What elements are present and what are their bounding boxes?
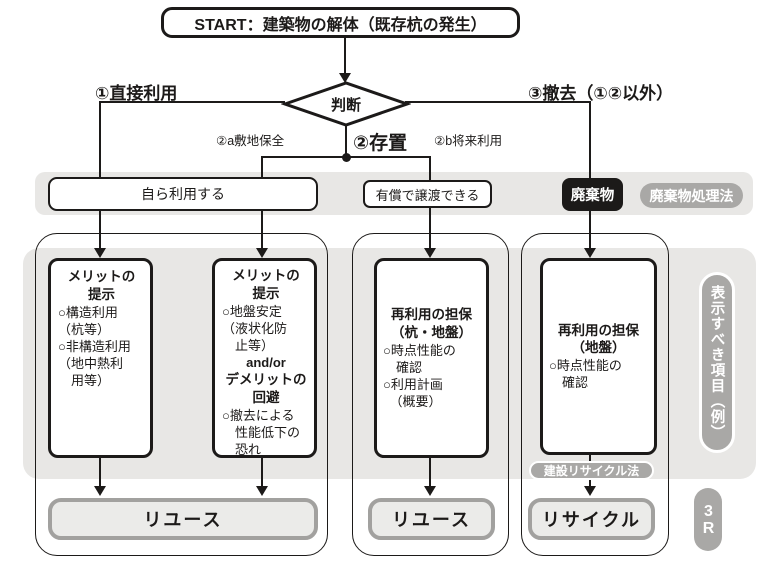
outcome-recycle: リサイクル	[528, 498, 655, 540]
connector-panel2-outcome	[261, 458, 263, 487]
self-use-box: 自ら利用する	[48, 177, 318, 211]
panel-reuse-guarantee-pile-ground: 再利用の担保 （杭・地盤） ○時点性能の 確認 ○利用計画 （概要）	[374, 258, 489, 458]
container-removal	[521, 233, 669, 556]
paid-transfer-box: 有償で譲渡できる	[363, 180, 492, 208]
panel3-heading: 再利用の担保 （杭・地盤）	[391, 306, 472, 340]
waste-law-label: 廃棄物処理法	[649, 187, 734, 204]
decision-diamond	[281, 81, 411, 127]
display-items-pill: 表示すべき項目（例）	[699, 272, 735, 453]
connector-panel3-outcome	[429, 458, 431, 487]
panel2-heading: メリットの 提示	[232, 268, 300, 301]
arrowhead-outcome2	[256, 486, 268, 496]
panel2-heading2: デメリットの 回避	[225, 372, 307, 406]
connector-decision-down	[345, 123, 347, 157]
paid-transfer-label: 有償で譲渡できる	[375, 187, 480, 203]
panel4-body: ○時点性能の 確認	[549, 358, 622, 391]
panel4-heading: 再利用の担保 （地盤）	[558, 322, 639, 356]
arrowhead-outcome1	[94, 486, 106, 496]
connector-branch2-horizontal	[261, 156, 431, 158]
arrowhead-panel2	[256, 248, 268, 258]
container-direct-leave	[35, 233, 328, 556]
panel-merit-demerit-leave: メリットの 提示 ○地盤安定 （液状化防 止等） and/or デメリットの 回…	[212, 258, 317, 458]
display-items-label: 表示すべき項目（例）	[708, 285, 725, 440]
waste-box: 廃棄物	[562, 178, 623, 211]
branch3-label: ③撤去（①②以外）	[528, 84, 674, 103]
start-label: START：建築物の解体（既存杭の発生）	[194, 16, 487, 34]
panel-reuse-guarantee-ground: 再利用の担保 （地盤） ○時点性能の 確認	[540, 258, 657, 455]
waste-label: 廃棄物	[570, 188, 615, 204]
arrowhead-outcome4	[584, 486, 596, 496]
connector-panel1-outcome	[99, 458, 101, 487]
arrowhead-panel3	[424, 248, 436, 258]
panel1-body: ○構造利用 （杭等） ○非構造利用 （地中熱利 用等）	[58, 304, 131, 389]
branch1-label: ①直接利用	[95, 84, 178, 103]
waste-law-badge: 廃棄物処理法	[640, 183, 743, 208]
branch2b-label: ②b将来利用	[434, 134, 503, 148]
outcome-reuse-mid-label: リユース	[391, 510, 472, 530]
construction-recycle-law-badge: 建設リサイクル法	[529, 461, 654, 480]
three-r-label: 3R	[700, 502, 717, 537]
arrowhead-outcome3	[424, 486, 436, 496]
decision-label: 判断	[281, 80, 411, 128]
start-node: START：建築物の解体（既存杭の発生）	[161, 7, 520, 38]
three-r-pill: 3R	[694, 488, 722, 551]
panel1-heading: メリットの 提示	[67, 269, 136, 302]
self-use-label: 自ら利用する	[141, 186, 225, 202]
branch2a-label: ②a敷地保全	[216, 134, 285, 148]
panel-merit-direct: メリットの 提示 ○構造利用 （杭等） ○非構造利用 （地中熱利 用等）	[48, 258, 153, 458]
panel2-body1: ○地盤安定 （液状化防 止等）	[222, 303, 288, 353]
outcome-reuse-left-label: リユース	[143, 510, 223, 530]
panel3-body: ○時点性能の 確認 ○利用計画 （概要）	[383, 342, 456, 409]
arrowhead-panel1	[94, 248, 106, 258]
connector-branch3-vertical	[589, 101, 591, 249]
arrowhead-panel4	[584, 248, 596, 258]
outcome-reuse-left: リユース	[48, 498, 318, 540]
panel2-andor: and/or	[246, 355, 286, 371]
outcome-recycle-label: リサイクル	[541, 510, 642, 530]
container-future-use	[352, 233, 509, 556]
branch2-label: ②存置	[353, 133, 408, 154]
connector-branch1-horizontal	[99, 101, 285, 103]
decision-label-text: 判断	[330, 96, 361, 114]
connector-start-to-decision	[344, 37, 346, 77]
connector-branch3-horizontal	[405, 101, 591, 103]
panel2-body2: ○撤去による 性能低下の 恐れ	[222, 407, 301, 458]
outcome-reuse-mid: リユース	[368, 498, 495, 540]
construction-recycle-law-label: 建設リサイクル法	[543, 464, 640, 478]
connector-branch1-vertical	[99, 101, 101, 249]
arrowhead-decision	[339, 73, 351, 83]
